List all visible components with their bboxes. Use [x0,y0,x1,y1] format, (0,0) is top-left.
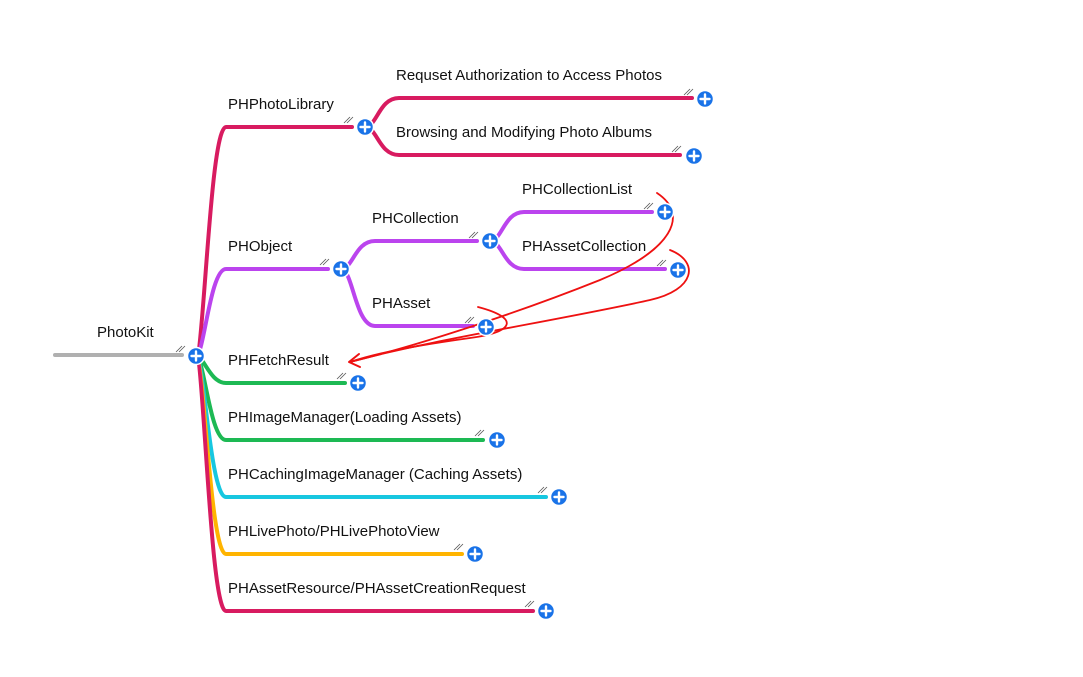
expand-button-phobject[interactable] [331,259,351,279]
expand-button-root[interactable] [186,346,206,366]
handle-phcachingimagemanager[interactable] [537,486,548,494]
plus-icon [553,491,565,503]
handle-phcollection[interactable] [468,231,479,239]
plus-icon [540,605,552,617]
handle-phfetchresult[interactable] [336,372,347,380]
plus-icon [491,434,503,446]
node-phobject-label[interactable]: PHObject [228,238,293,255]
node-phcachingimagemanager-label[interactable]: PHCachingImageManager (Caching Assets) [228,466,523,483]
expand-button-phlivephoto[interactable] [465,544,485,564]
branch-line-phcollectionlist [488,210,654,243]
node-phfetchresult-label[interactable]: PHFetchResult [228,352,329,369]
branch-line-phphotolibrary [194,125,354,358]
node-phassetresource-label[interactable]: PHAssetResource/PHAssetCreationRequest [228,580,526,597]
plus-icon [352,377,364,389]
handle-phasset[interactable] [464,316,475,324]
handle-phlivephoto[interactable] [453,543,464,551]
handle-phobject[interactable] [319,258,330,266]
expand-button-phfetchresult[interactable] [348,373,368,393]
expand-buttons [186,89,715,621]
node-phlivephoto-label[interactable]: PHLivePhoto/PHLivePhotoView [228,523,440,540]
node-phasset-label[interactable]: PHAsset [372,295,431,312]
node-phassetcollection-label[interactable]: PHAssetCollection [522,238,647,255]
annotation-arrow-phcollectionlist [349,192,674,363]
node-phimagemanager-label[interactable]: PHImageManager(Loading Assets) [228,409,462,426]
node-phcollectionlist-label[interactable]: PHCollectionList [522,181,633,198]
node-phphotolibrary-label[interactable]: PHPhotoLibrary [228,96,334,113]
annotation-arrow-phasset [349,306,508,363]
handle-phphotolibrary[interactable] [343,116,354,124]
branch-line-phobject [194,267,330,358]
expand-button-phimagemanager[interactable] [487,430,507,450]
handle-phcollectionlist[interactable] [643,202,654,210]
plus-icon [469,548,481,560]
plus-icon [688,150,700,162]
handle-phassetresource[interactable] [524,600,535,608]
plus-icon [659,206,671,218]
plus-icon [335,263,347,275]
expand-button-phcachingimagemanager[interactable] [549,487,569,507]
plus-icon [699,93,711,105]
plus-icon [359,121,371,133]
node-handles [175,88,694,608]
expand-button-phcollection[interactable] [480,231,500,251]
node-browsing-albums-label[interactable]: Browsing and Modifying Photo Albums [396,124,652,141]
handle-browsing-albums[interactable] [671,145,682,153]
node-phcollection-label[interactable]: PHCollection [372,210,459,227]
expand-button-request-authorization[interactable] [695,89,715,109]
expand-button-phcollectionlist[interactable] [655,202,675,222]
plus-icon [672,264,684,276]
branch-line-phcollection [339,239,479,271]
node-request-authorization-label[interactable]: Requset Authorization to Access Photos [396,67,662,84]
branch-line-request-authorization [363,96,694,129]
plus-icon [484,235,496,247]
annotation-arrowhead [348,353,361,368]
plus-icon [480,321,492,333]
handle-request-authorization[interactable] [683,88,694,96]
handle-phassetcollection[interactable] [656,259,667,267]
expand-button-phassetresource[interactable] [536,601,556,621]
handle-phimagemanager[interactable] [474,429,485,437]
expand-button-phassetcollection[interactable] [668,260,688,280]
expand-button-phasset[interactable] [476,317,496,337]
expand-button-phphotolibrary[interactable] [355,117,375,137]
plus-icon [190,350,202,362]
root-handle[interactable] [175,345,186,353]
annotation-arrows [348,192,690,368]
expand-button-browsing-albums[interactable] [684,146,704,166]
branch-line-phassetresource [194,354,535,613]
node-root-label[interactable]: PhotoKit [97,324,154,341]
